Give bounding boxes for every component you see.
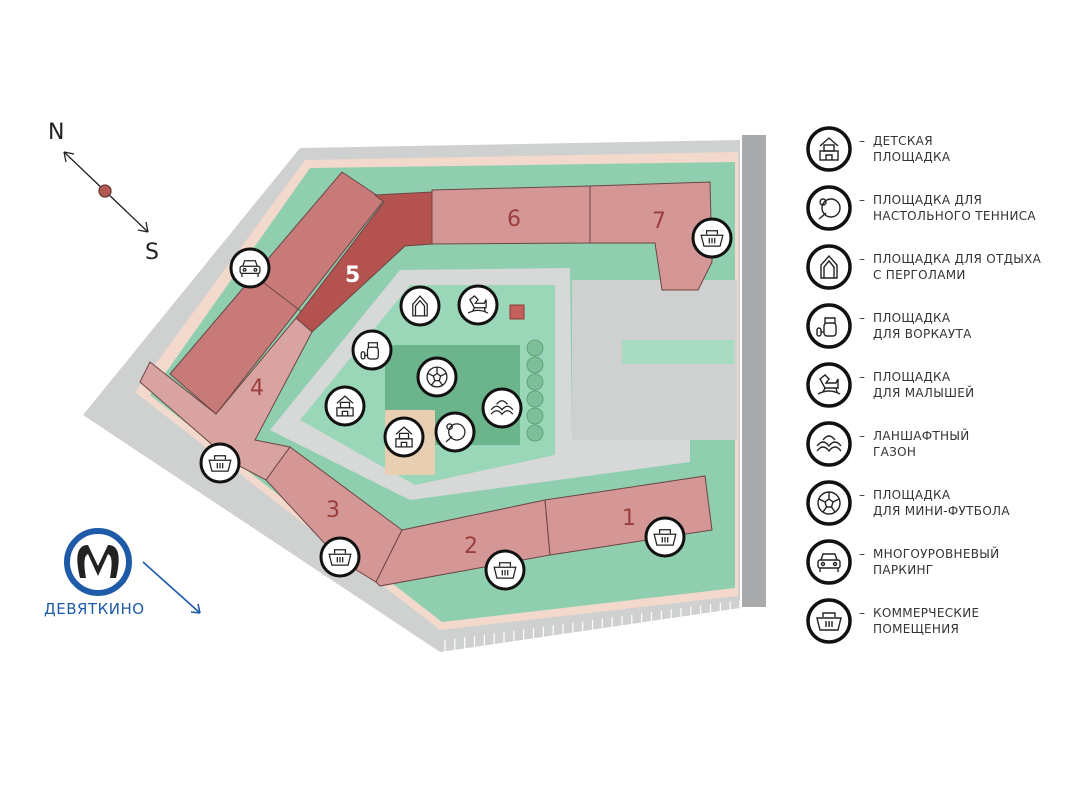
map-marker-shopping-basket-icon[interactable] bbox=[319, 536, 361, 578]
map-marker-kids-playground-icon[interactable] bbox=[324, 385, 366, 427]
legend-dash: – bbox=[859, 134, 865, 148]
legend-dash: – bbox=[859, 429, 865, 443]
map-marker-shopping-basket-icon[interactable] bbox=[691, 217, 733, 259]
workout-icon bbox=[806, 303, 852, 349]
legend-dash: – bbox=[859, 370, 865, 384]
building-number-7: 7 bbox=[652, 209, 666, 234]
legend-dash: – bbox=[859, 606, 865, 620]
map-marker-landscape-lawn-icon[interactable] bbox=[481, 387, 523, 429]
map-marker-shopping-basket-icon[interactable] bbox=[199, 442, 241, 484]
side-road bbox=[742, 135, 766, 607]
metro-station-name: ДЕВЯТКИНО bbox=[44, 600, 145, 618]
legend-dash: – bbox=[859, 488, 865, 502]
building-4 bbox=[139, 317, 313, 481]
map-marker-kids-playground-icon[interactable] bbox=[383, 416, 425, 458]
map-marker-shopping-basket-icon[interactable] bbox=[644, 516, 686, 558]
tree-row bbox=[526, 339, 544, 442]
compass bbox=[63, 151, 149, 233]
compass-south-label: S bbox=[145, 240, 159, 265]
building-7 bbox=[589, 181, 713, 291]
football-icon bbox=[806, 480, 852, 526]
map-marker-football-icon[interactable] bbox=[416, 356, 458, 398]
compass-north-label: N bbox=[48, 120, 65, 145]
legend-dash: – bbox=[859, 193, 865, 207]
map-marker-rocking-horse-icon[interactable] bbox=[457, 284, 499, 326]
map-marker-car-parking-icon[interactable] bbox=[229, 247, 271, 289]
map-marker-table-tennis-icon[interactable] bbox=[434, 411, 476, 453]
kids-playground-icon bbox=[806, 126, 852, 172]
metro-logo bbox=[64, 528, 132, 596]
parking-island bbox=[622, 340, 734, 364]
table-tennis-icon bbox=[806, 185, 852, 231]
building-2 bbox=[375, 499, 551, 587]
building-number-4: 4 bbox=[250, 376, 264, 401]
shopping-basket-icon bbox=[806, 598, 852, 644]
map-marker-workout-icon[interactable] bbox=[351, 329, 393, 371]
metro-direction-arrow bbox=[142, 561, 201, 614]
rocking-horse-icon bbox=[806, 362, 852, 408]
pavilion bbox=[509, 304, 525, 320]
pergola-icon bbox=[806, 244, 852, 290]
map-marker-pergola-icon[interactable] bbox=[399, 285, 441, 327]
building-number-6: 6 bbox=[507, 207, 521, 232]
legend-dash: – bbox=[859, 311, 865, 325]
car-parking-icon bbox=[806, 539, 852, 585]
map-marker-shopping-basket-icon[interactable] bbox=[484, 549, 526, 591]
building-number-2: 2 bbox=[464, 534, 478, 559]
legend-dash: – bbox=[859, 547, 865, 561]
legend-dash: – bbox=[859, 252, 865, 266]
building-number-1: 1 bbox=[622, 506, 636, 531]
landscape-lawn-icon bbox=[806, 421, 852, 467]
building-number-3: 3 bbox=[326, 498, 340, 523]
building-number-5: 5 bbox=[345, 263, 360, 288]
